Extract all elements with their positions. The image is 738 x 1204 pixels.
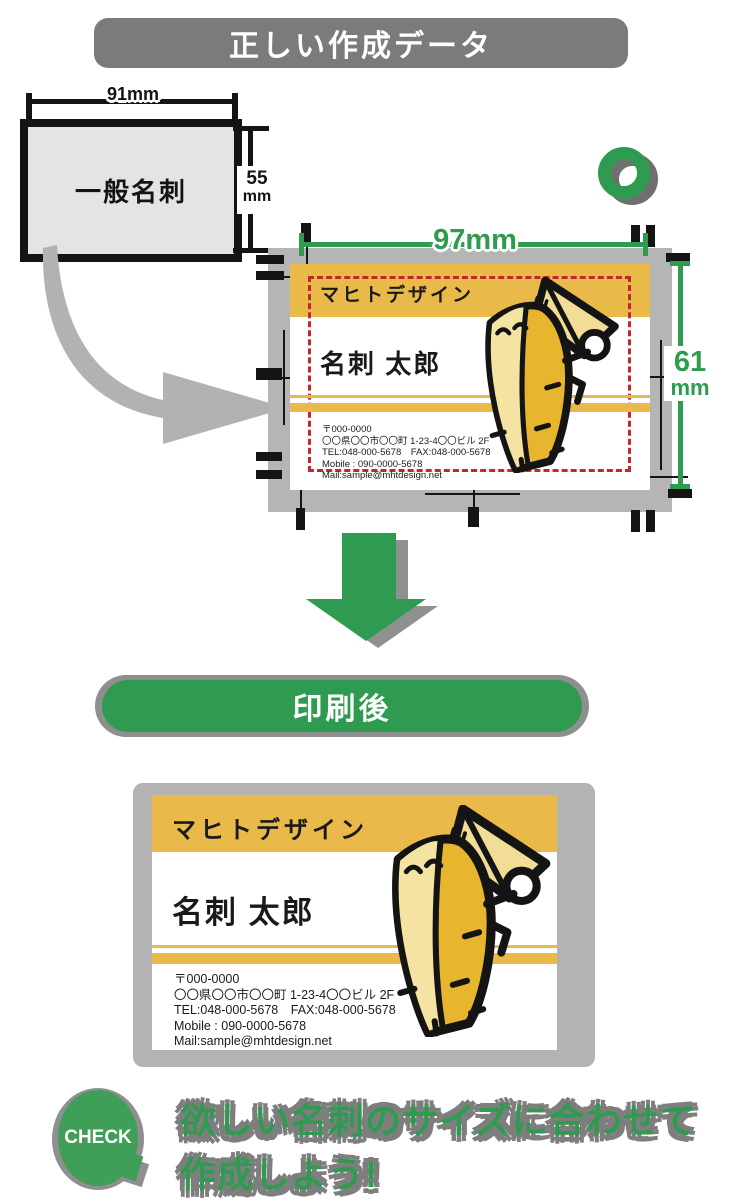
print-banner: 印刷後 [102,680,582,732]
dimension-tick [643,233,648,256]
crop-mark [666,253,690,262]
check-note-line2: 作成しよう! [180,1154,378,1195]
check-badge: CHECK [58,1090,138,1186]
crop-hairline [473,490,475,507]
crop-mark [256,271,284,280]
address-line: 〇〇県〇〇市〇〇町 1-23-4〇〇ビル 2F [322,435,490,447]
person-name: 名刺 太郎 [320,349,442,379]
down-arrow-icon [306,533,438,648]
company-name: マヒトデザイン [172,817,368,844]
height-dimension-label: 55 mm [237,166,277,214]
dimension-tick [670,484,690,489]
company-name: マヒトデザイン [320,285,475,306]
divider-band [290,403,650,412]
design-canvas: マヒトデザイン 名刺 太郎 〒000-0000 〇〇県〇〇市〇〇町 1-23-4… [290,264,650,490]
crop-hairline [300,468,302,528]
divider-line [290,395,650,398]
mascot-illustration [470,277,632,473]
address-line: Mail:sample@mhtdesign.net [322,470,443,482]
height-unit: mm [242,187,272,205]
dimension-tick [299,233,304,256]
title-banner: 正しい作成データ [94,18,628,68]
address-line: Mobile : 090-0000-5678 [322,458,423,470]
crop-mark [631,225,640,247]
crop-mark [646,510,655,532]
person-name: 名刺 太郎 [172,895,315,930]
design-width-label: 97mm [433,224,517,256]
curved-arrow-icon [42,245,287,444]
address-block: 〒000-0000 〇〇県〇〇市〇〇町 1-23-4〇〇ビル 2F TEL:04… [174,972,396,1050]
standard-card-label: 一般名刺 [74,177,187,207]
crop-hairline [640,476,688,478]
dimension-tick [233,248,269,253]
crop-hairline [256,276,310,278]
design-height-label: 61 mm [664,346,716,401]
dimension-tick [233,126,269,131]
check-badge-label: CHECK [64,1127,132,1148]
dimension-tick [232,93,238,129]
divider-line [152,945,557,948]
dimension-tick [26,93,32,129]
width-dimension-line [30,99,236,104]
width-dimension-label: 91mm [106,84,160,104]
crop-mark [256,255,284,264]
print-banner-label: 印刷後 [292,693,392,726]
mascot-illustration [374,805,566,1037]
title-banner-label: 正しい作成データ [229,30,493,63]
height-value: 55 [246,168,268,189]
design-height-unit: mm [670,375,710,400]
crop-hairline [660,340,662,470]
design-height-value: 61 [673,346,707,378]
address-line: 〒000-0000 [174,972,240,986]
divider-band [152,953,557,964]
correct-circle-icon [598,147,650,199]
design-width-line [302,242,646,247]
crop-hairline [425,493,520,495]
address-line: Mobile : 090-0000-5678 [174,1018,307,1033]
registration-mark [468,507,479,527]
crop-mark [668,489,692,498]
address-line: Mail:sample@mhtdesign.net [174,1034,332,1049]
address-block: 〒000-0000 〇〇県〇〇市〇〇町 1-23-4〇〇ビル 2F TEL:04… [322,424,490,482]
crop-hairline [283,330,285,425]
crop-hairline [306,223,308,275]
crop-mark [631,510,640,532]
address-line: TEL:048-000-5678 FAX:048-000-5678 [322,447,491,459]
standard-card-box: 一般名刺 [20,119,242,262]
address-line: TEL:048-000-5678 FAX:048-000-5678 [174,1003,396,1018]
check-note-line1: 欲しい名刺のサイズに合わせて [180,1100,697,1141]
address-line: 〇〇県〇〇市〇〇町 1-23-4〇〇ビル 2F [174,987,395,1002]
crop-mark [646,225,655,247]
printed-card: マヒトデザイン 名刺 太郎 〒000-0000 〇〇県〇〇市〇〇町 1-23-4… [152,795,557,1050]
address-line: 〒000-0000 [322,424,372,435]
dimension-tick [670,261,690,266]
crop-mark [256,452,282,461]
crop-mark [256,470,282,479]
trim-line [308,276,631,472]
